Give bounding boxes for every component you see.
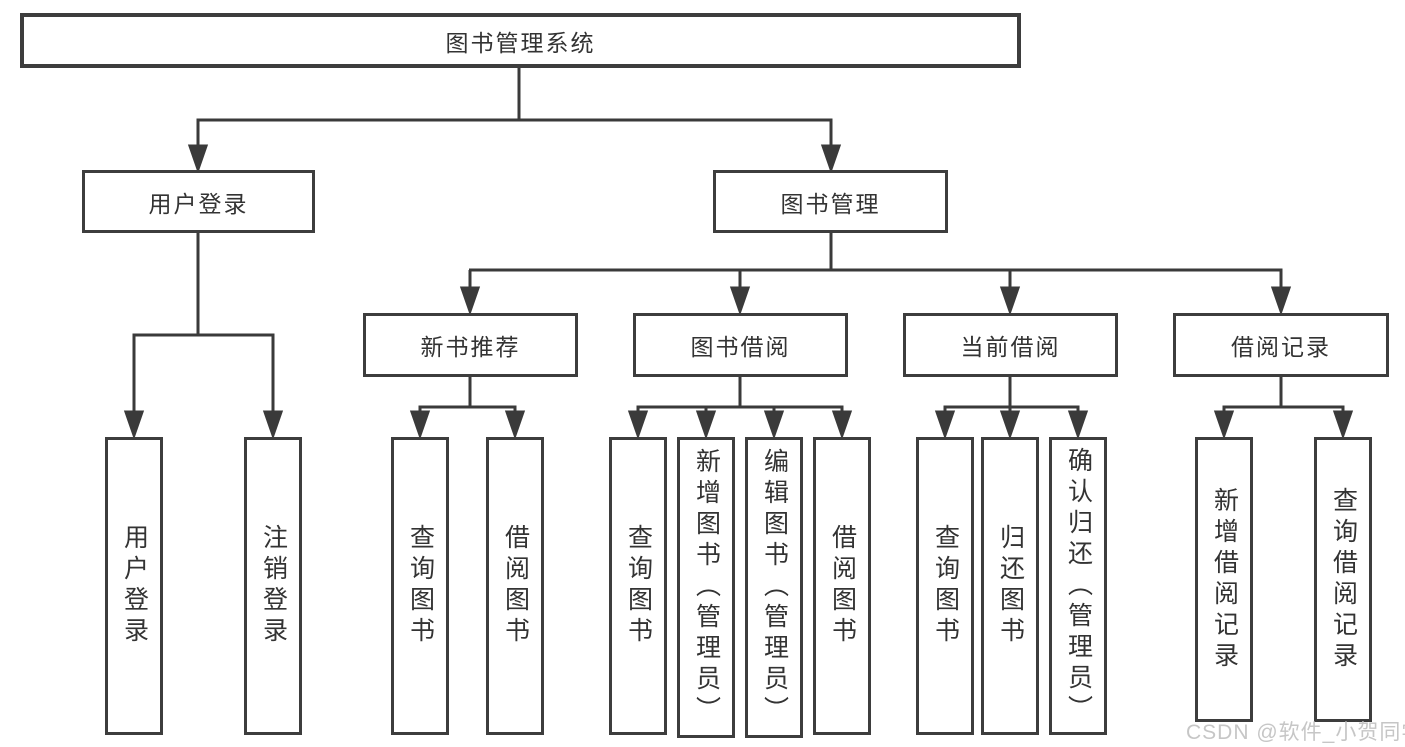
leaf-bb-query-books-label: 查询图书 — [624, 524, 653, 648]
connector-newbook-to-leaves — [409, 377, 526, 440]
leaf-cb-return-books-label: 归还图书 — [996, 524, 1025, 648]
leaf-bb-edit-books-label: 编辑图书（管理员） — [760, 448, 789, 727]
leaf-bb-query-books: 查询图书 — [609, 437, 667, 735]
node-book-borrowing: 图书借阅 — [633, 313, 848, 377]
leaf-cb-confirm-return-label: 确认归还（管理员） — [1064, 446, 1093, 726]
leaf-logout-label: 注销登录 — [259, 524, 288, 648]
leaf-br-add-record-label: 新增借阅记录 — [1210, 486, 1239, 673]
leaf-nbr-query-books-label: 查询图书 — [406, 524, 435, 648]
connector-bookmgmt-to-level3 — [459, 233, 1292, 316]
leaf-bb-borrow-books: 借阅图书 — [813, 437, 871, 735]
connector-userlogin-to-leaves — [123, 233, 284, 440]
node-root: 图书管理系统 — [20, 13, 1021, 68]
node-borrowing-records: 借阅记录 — [1173, 313, 1389, 377]
node-book-borrowing-label: 图书借阅 — [690, 334, 791, 360]
connector-borrowing-to-leaves — [627, 377, 853, 440]
leaf-cb-return-books: 归还图书 — [981, 437, 1039, 735]
leaf-br-query-record-label: 查询借阅记录 — [1329, 486, 1358, 673]
node-book-management: 图书管理 — [713, 170, 948, 233]
leaf-user-login: 用户登录 — [105, 437, 163, 735]
leaf-user-login-label: 用户登录 — [120, 524, 149, 648]
leaf-cb-confirm-return: 确认归还（管理员） — [1049, 437, 1107, 735]
leaf-br-query-record: 查询借阅记录 — [1314, 437, 1372, 722]
watermark: CSDN @软件_小贺同学 — [1186, 721, 1405, 744]
node-new-book-recommend-label: 新书推荐 — [420, 334, 521, 360]
node-current-borrowing-label: 当前借阅 — [960, 334, 1061, 360]
leaf-cb-query-books: 查询图书 — [916, 437, 974, 735]
leaf-bb-add-books: 新增图书（管理员） — [677, 437, 735, 738]
connector-root-to-level2 — [187, 68, 842, 174]
node-current-borrowing: 当前借阅 — [903, 313, 1118, 377]
leaf-nbr-query-books: 查询图书 — [391, 437, 449, 735]
node-new-book-recommend: 新书推荐 — [363, 313, 578, 377]
node-user-login: 用户登录 — [82, 170, 315, 233]
leaf-bb-edit-books: 编辑图书（管理员） — [745, 437, 803, 738]
leaf-bb-add-books-label: 新增图书（管理员） — [692, 448, 721, 727]
leaf-br-add-record: 新增借阅记录 — [1195, 437, 1253, 722]
node-borrowing-records-label: 借阅记录 — [1231, 334, 1331, 360]
node-root-label: 图书管理系统 — [445, 29, 596, 56]
leaf-bb-borrow-books-label: 借阅图书 — [828, 524, 857, 648]
connector-records-to-leaves — [1213, 377, 1354, 440]
leaf-nbr-borrow-books: 借阅图书 — [486, 437, 544, 735]
connector-current-to-leaves — [934, 377, 1089, 440]
node-user-login-label: 用户登录 — [148, 190, 249, 217]
node-book-management-label: 图书管理 — [780, 190, 881, 217]
leaf-cb-query-books-label: 查询图书 — [931, 524, 960, 648]
leaf-logout: 注销登录 — [244, 437, 302, 735]
leaf-nbr-borrow-books-label: 借阅图书 — [501, 524, 530, 648]
